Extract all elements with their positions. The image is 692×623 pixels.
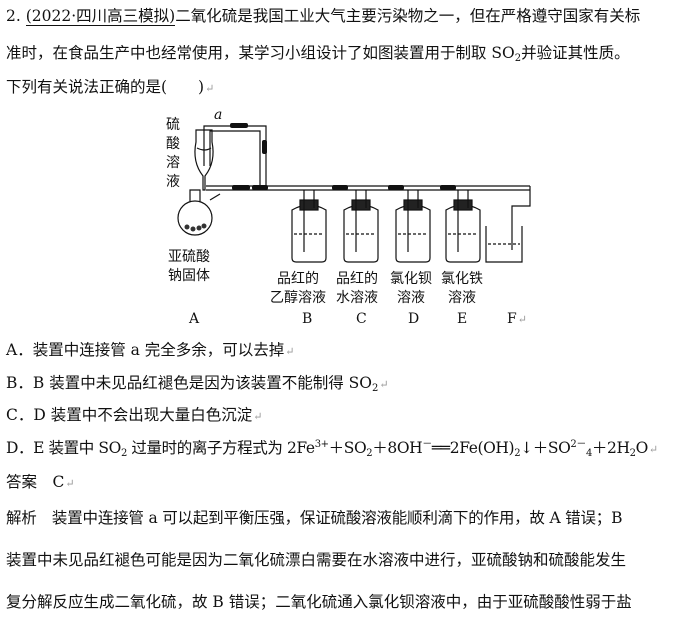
analysis-label: 解析 <box>6 509 37 527</box>
tube-label-a: a <box>214 107 223 123</box>
apparatus-letter-d: D <box>408 311 420 327</box>
answer-line: 答案 C↵ <box>6 472 75 494</box>
subscript: 2 <box>514 53 522 64</box>
subscript: 2 <box>366 448 373 459</box>
question-line-1: 2. (2022·四川高三模拟)二氧化硫是我国工业大气主要污染物之一，但在严格遵… <box>6 6 640 26</box>
bottle-label-line: 水溶液 <box>336 290 378 306</box>
option-d-text: D．E 装置中 SO <box>6 439 121 457</box>
paragraph-mark: ↵ <box>65 477 75 490</box>
superscript: 3+ <box>314 439 329 450</box>
question-source: (2022·四川高三模拟) <box>25 7 176 26</box>
question-number: 2. <box>6 7 21 25</box>
option-d-text: 过量时的离子方程式为 2Fe <box>126 439 315 457</box>
apparatus-letter-a: A <box>189 311 200 327</box>
question-line-3: 下列有关说法正确的是( )↵ <box>6 77 214 99</box>
paragraph-mark: ↵ <box>379 378 389 391</box>
funnel-label-char: 酸 <box>166 136 180 152</box>
bottle-label-line: 品红的 <box>336 271 378 287</box>
option-c-text: C．D 装置中不会出现大量白色沉淀 <box>6 406 253 424</box>
apparatus-letter-b: B <box>302 311 313 327</box>
question-stem-3: 下列有关说法正确的是( ) <box>6 78 205 96</box>
funnel-label: 硫 酸 溶 液 <box>165 116 181 192</box>
option-d-text: ＋SO <box>328 439 367 457</box>
analysis-line-3: 复分解反应生成二氧化硫，故 B 错误；二氧化硫通入氯化钡溶液中，由于亚硫酸酸性弱… <box>6 592 632 612</box>
answer-value: C <box>52 473 65 491</box>
apparatus-letter-c: C <box>356 311 367 327</box>
option-c: C．D 装置中不会出现大量白色沉淀↵ <box>6 405 262 427</box>
round-flask <box>177 200 213 236</box>
option-a-text: A．装置中连接管 a 完全多余，可以去掉 <box>6 341 285 359</box>
answer-label: 答案 <box>6 473 38 491</box>
bottle-label-b: 品红的 乙醇溶液 <box>270 270 326 308</box>
funnel-label-char: 溶 <box>166 155 180 171</box>
paragraph-mark: ↵ <box>517 313 527 326</box>
option-d-text: ＋8OH <box>372 439 423 457</box>
question-stem-2b: 并验证其性质。 <box>521 44 630 62</box>
analysis-line-1: 解析 装置中连接管 a 可以起到平衡压强，保证硫酸溶液能顺利滴下的作用，故 A … <box>6 508 622 528</box>
question-stem-1: 二氧化硫是我国工业大气主要污染物之一，但在严格遵守国家有关标 <box>175 7 641 25</box>
bottle-label-line: 品红的 <box>277 271 319 287</box>
wash-bottle-c <box>343 190 379 263</box>
option-d: D．E 装置中 SO2 过量时的离子方程式为 2Fe3+＋SO2＋8OH－══2… <box>6 438 658 460</box>
option-d-text: ＋2H <box>591 439 630 457</box>
superscript: 2－ <box>570 439 586 450</box>
bottle-label-line: 溶液 <box>397 290 425 306</box>
separatory-funnel <box>194 129 214 191</box>
funnel-label-char: 液 <box>166 174 180 190</box>
apparatus-letter-f-text: F <box>507 311 517 327</box>
subscript: 2 <box>371 383 379 394</box>
analysis-text: 装置中连接管 a 可以起到平衡压强，保证硫酸溶液能顺利滴下的作用，故 A 错误；… <box>51 509 623 527</box>
apparatus-letter-e: E <box>457 311 468 327</box>
option-d-text: ↓＋SO <box>520 439 571 457</box>
analysis-text: 装置中未见品红褪色可能是因为二氧化硫漂白需要在水溶液中进行，亚硫酸钠和硫酸能发生 <box>6 551 627 569</box>
solid-particles <box>184 223 207 232</box>
subscript: 2 <box>514 448 521 459</box>
question-stem-2a: 准时，在食品生产中也经常使用，某学习小组设计了如图装置用于制取 SO <box>6 44 515 62</box>
wash-bottle-e <box>445 190 481 263</box>
subscript: 4 <box>585 448 592 459</box>
wash-bottle-b <box>291 190 327 263</box>
flask-label-line: 亚硫酸 <box>168 249 210 265</box>
option-a: A．装置中连接管 a 完全多余，可以去掉↵ <box>6 340 295 362</box>
option-d-text: O <box>635 439 649 457</box>
subscript: 2 <box>629 448 636 459</box>
bottle-label-line: 溶液 <box>448 290 476 306</box>
paragraph-mark: ↵ <box>253 410 263 423</box>
wash-bottle-d <box>395 190 431 263</box>
analysis-line-2: 装置中未见品红褪色可能是因为二氧化硫漂白需要在水溶液中进行，亚硫酸钠和硫酸能发生 <box>6 550 626 570</box>
subscript: 2 <box>120 448 127 459</box>
paragraph-mark: ↵ <box>285 345 295 358</box>
bottle-label-e: 氯化铁 溶液 <box>441 270 483 308</box>
flask-label-line: 钠固体 <box>168 268 210 284</box>
option-b: B．B 装置中未见品红褪色是因为该装置不能制得 SO2↵ <box>6 373 389 395</box>
flask-label: 亚硫酸 钠固体 <box>168 248 210 286</box>
paragraph-mark: ↵ <box>205 82 215 95</box>
bottle-label-d: 氯化钡 溶液 <box>390 270 432 308</box>
option-d-text: ══2Fe(OH) <box>431 439 515 457</box>
bottle-label-line: 氯化铁 <box>441 271 483 287</box>
option-b-text: B．B 装置中未见品红褪色是因为该装置不能制得 SO <box>6 374 372 392</box>
superscript: － <box>422 439 432 450</box>
funnel-label-char: 硫 <box>166 117 180 133</box>
beaker-f <box>485 226 523 263</box>
bottle-label-c: 品红的 水溶液 <box>336 270 378 308</box>
question-line-2: 准时，在食品生产中也经常使用，某学习小组设计了如图装置用于制取 SO2并验证其性… <box>6 43 630 64</box>
analysis-text: 复分解反应生成二氧化硫，故 B 错误；二氧化硫通入氯化钡溶液中，由于亚硫酸酸性弱… <box>6 593 632 611</box>
bottle-label-line: 氯化钡 <box>390 271 432 287</box>
apparatus-letter-f: F↵ <box>507 310 527 329</box>
bottle-label-line: 乙醇溶液 <box>270 290 326 306</box>
paragraph-mark: ↵ <box>648 443 658 456</box>
